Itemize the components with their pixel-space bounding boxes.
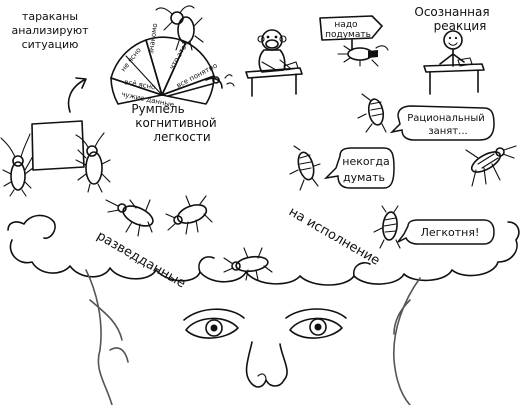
label-word: тараканы: [22, 10, 78, 23]
analysis-board: [0, 120, 111, 197]
arrow-icon: [67, 77, 87, 113]
label-conscious-line: Осознанная: [414, 5, 489, 19]
bubble-text: занят...: [428, 126, 467, 137]
wheel-sector-label: все понятно: [175, 62, 219, 90]
cockroach-icon: [289, 145, 321, 191]
label-tiller-line: Румпель: [131, 102, 184, 116]
signpost-text: надо: [334, 20, 358, 30]
cockroach-icon: [357, 93, 387, 133]
bubble-text: Легкотня!: [421, 226, 480, 239]
eye-icon: [183, 308, 245, 339]
bubble-rational-busy: Рациональный занят...: [389, 105, 495, 141]
signpost-text: подумать: [325, 30, 371, 40]
cockroach-icon: [373, 205, 401, 249]
label-tiller: Румпель когнитивной легкости: [131, 102, 216, 144]
cockroach-icon: [465, 145, 517, 187]
bubble-text: Рациональный: [407, 113, 484, 124]
label-intel: разведданные: [94, 228, 188, 291]
label-word: анализируют: [11, 24, 89, 37]
label-conscious: Осознанная реакция: [414, 5, 489, 33]
wheel-sector-label: знакомо: [147, 23, 159, 54]
bubble-easy: Легкотня!: [397, 219, 495, 245]
label-tiller-line: легкости: [153, 130, 210, 144]
monkey-icon: [245, 29, 303, 97]
label-tiller-line: когнитивной: [135, 116, 216, 130]
wheel-sector-label: что это?: [168, 40, 190, 71]
cockroach-icon: [165, 195, 213, 235]
cockroach-icon: [0, 133, 34, 197]
wheel-sector-label: не ясно: [119, 46, 143, 73]
tiller-wheel: не ясно знакомо что это? все понятно всё…: [110, 23, 235, 109]
bubble-no-time: некогда думать: [323, 147, 395, 189]
cockroach-icon: [105, 199, 154, 237]
brain-icon: [7, 214, 520, 286]
cockroach-icon: [155, 5, 204, 51]
eye-icon: [285, 308, 347, 339]
stick-figure-icon: [423, 30, 485, 95]
cockroach-icon: [75, 132, 111, 193]
label-conscious-line: реакция: [434, 19, 487, 33]
label-execution: на исполнение: [286, 204, 382, 268]
bubble-text: думать: [343, 171, 385, 184]
cockroach-icon: [223, 247, 273, 281]
signpost-need-to-think: надо подумать: [319, 15, 383, 51]
wheel-sector-label: всё ясно: [124, 78, 156, 91]
face-icon: [85, 269, 421, 406]
bubble-text: некогда: [342, 155, 389, 168]
label-word: ситуацию: [22, 38, 79, 51]
cockroach-icon: [337, 45, 389, 67]
